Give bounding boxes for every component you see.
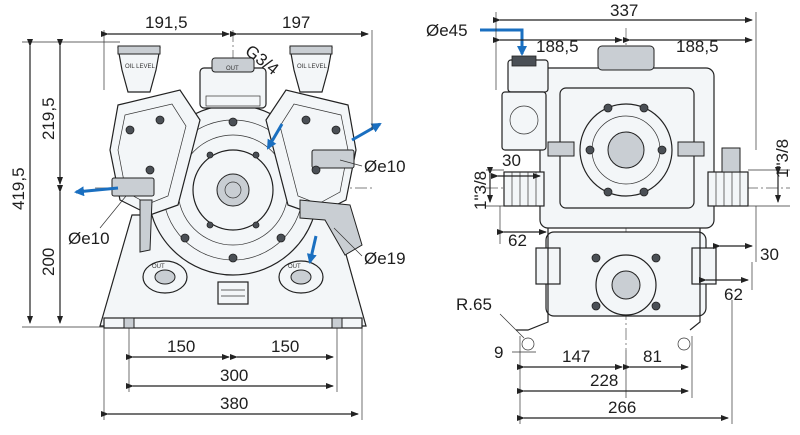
right-outlet-pipe: [299, 199, 363, 256]
side-upper-body: [539, 45, 715, 229]
dim-thread-left: 1"3/8: [471, 171, 490, 210]
oil-level-label-right: OIL LEVEL: [297, 64, 327, 70]
side-view: 337 188,5 188,5 Øe45 1"3/8 30 62 1"3/8 3…: [426, 1, 792, 424]
dim-foot-total: 380: [220, 394, 248, 413]
dim-thread-right: 1"3/8: [773, 139, 792, 178]
dim-width-left: 191,5: [145, 13, 188, 32]
dim-side-width-total: 337: [610, 1, 638, 20]
oil-level-cup-left: OIL LEVEL: [117, 45, 161, 93]
dim-inlet-dia: Øe45: [426, 21, 468, 40]
left-suction-pipe: [139, 199, 153, 253]
flow-arrow-bottom: [306, 235, 318, 264]
manifold-out-label: OUT: [226, 66, 239, 72]
diaphragm-head-right: [265, 89, 357, 216]
dim-foot-holes: 300: [220, 366, 248, 385]
dim-foot-left: 150: [167, 337, 195, 356]
oil-level-cup-right: OIL LEVEL: [289, 45, 333, 93]
dim-hole-81: 81: [643, 347, 662, 366]
dim-port-right: Øe10: [364, 157, 406, 176]
top-manifold: OUT: [199, 57, 267, 109]
dim-width-right: 197: [282, 13, 310, 32]
dim-foot-right: 150: [271, 337, 299, 356]
dim-height-lower: 200: [39, 248, 58, 276]
dim-base-266: 266: [608, 398, 636, 417]
dim-hole-228: 228: [590, 371, 618, 390]
flow-arrow-inlet: [480, 28, 527, 56]
lower-right-out-label: OUT: [288, 264, 301, 270]
flow-arrow-top: [266, 123, 284, 150]
dim-left-62: 62: [508, 231, 527, 250]
dim-height-total: 419,5: [9, 167, 28, 210]
front-view: OUT OIL LEVEL OIL LEVEL: [9, 13, 406, 420]
lower-valve-right: OUT: [278, 260, 324, 294]
flow-arrow-right: [351, 122, 382, 142]
side-lower-body: [535, 231, 717, 317]
dim-height-upper: 219,5: [39, 97, 58, 140]
dim-left-30: 30: [502, 151, 521, 170]
side-left-connector: [503, 171, 545, 207]
side-right-connector: [707, 147, 749, 207]
dim-port-bottom: Øe19: [364, 249, 406, 268]
lower-left-out-label: OUT: [152, 264, 165, 270]
dim-slot: 9: [494, 343, 503, 362]
drive-shaft: [216, 173, 250, 207]
dim-right-30: 30: [760, 245, 779, 264]
dim-side-half-left: 188,5: [536, 37, 579, 56]
dim-port-left: Øe10: [68, 229, 110, 248]
lower-valve-left: OUT: [142, 260, 188, 294]
dim-right-62: 62: [724, 285, 743, 304]
side-foot-left: [516, 228, 549, 331]
dim-hole-147: 147: [562, 347, 590, 366]
flow-arrow-left: [74, 186, 119, 197]
side-foot-right: [689, 228, 701, 331]
dim-side-half-right: 188,5: [676, 37, 719, 56]
oil-level-label-left: OIL LEVEL: [125, 64, 155, 70]
diaphragm-head-left: [109, 89, 201, 216]
side-inlet-fitting: [501, 55, 549, 151]
name-plate: [217, 281, 249, 305]
dim-radius: R.65: [456, 295, 492, 314]
